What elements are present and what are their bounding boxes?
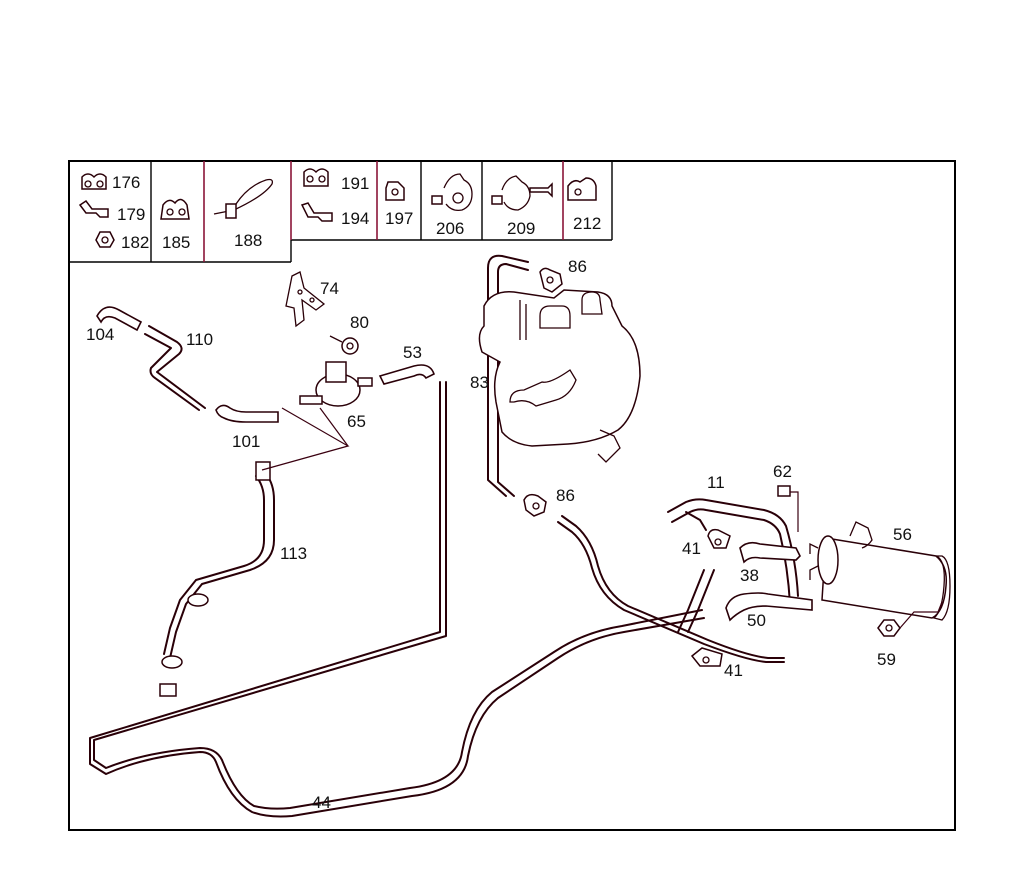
callout-86-top: 86 bbox=[568, 257, 587, 276]
legend-label-209: 209 bbox=[507, 219, 535, 238]
legend-label-176: 176 bbox=[112, 173, 140, 192]
part-screw-80 bbox=[329, 335, 359, 355]
legend-label-179: 179 bbox=[117, 205, 145, 224]
callout-labels: 104 110 101 74 80 53 65 113 83 86 86 11 … bbox=[86, 257, 912, 812]
legend-cell-6: 206 bbox=[431, 173, 473, 238]
callout-44: 44 bbox=[312, 793, 331, 812]
part-bracket-74 bbox=[285, 271, 326, 328]
clip-179-icon bbox=[78, 199, 109, 218]
callout-62: 62 bbox=[773, 462, 792, 481]
lead-lines bbox=[261, 407, 350, 471]
callout-83: 83 bbox=[470, 373, 489, 392]
callout-80: 80 bbox=[350, 313, 369, 332]
part-line-to-canister bbox=[557, 515, 785, 663]
part-clamp-41-bottom bbox=[690, 647, 723, 667]
clip-212-icon bbox=[567, 177, 597, 201]
part-hose-83 bbox=[487, 254, 529, 497]
part-nut-59 bbox=[877, 601, 943, 637]
legend-label-185: 185 bbox=[162, 233, 190, 252]
legend-label-197: 197 bbox=[385, 209, 413, 228]
part-reservoir bbox=[478, 289, 641, 463]
callout-41-bottom: 41 bbox=[724, 661, 743, 680]
clamp-206-icon bbox=[443, 173, 473, 212]
part-canister-56 bbox=[809, 521, 951, 621]
callout-38: 38 bbox=[740, 566, 759, 585]
callout-50: 50 bbox=[747, 611, 766, 630]
legend-cell-7: 209 bbox=[491, 175, 553, 238]
part-line-44 bbox=[89, 381, 705, 818]
part-hose-38 bbox=[739, 541, 801, 564]
callout-86-mid: 86 bbox=[556, 486, 575, 505]
callout-53: 53 bbox=[403, 343, 422, 362]
callout-110: 110 bbox=[186, 330, 213, 349]
legend-cell-8: 212 bbox=[567, 177, 601, 233]
part-valve-65 bbox=[299, 361, 373, 407]
part-clamp-86-top bbox=[539, 267, 563, 293]
part-hose-50 bbox=[677, 569, 813, 633]
callout-101: 101 bbox=[232, 432, 260, 451]
legend-label-191: 191 bbox=[341, 174, 369, 193]
clip-176-icon bbox=[81, 173, 107, 190]
diagram-frame bbox=[68, 160, 956, 831]
part-hose-53 bbox=[378, 364, 435, 385]
legend-cell-4: 191 194 bbox=[300, 168, 369, 228]
part-clamp-86-mid bbox=[523, 493, 547, 517]
part-hose-101 bbox=[215, 404, 279, 423]
part-clamp-41-top bbox=[707, 528, 731, 549]
legend-cell-1: 176 179 182 bbox=[78, 173, 149, 252]
part-hose-104 bbox=[96, 306, 143, 332]
callout-113: 113 bbox=[280, 544, 307, 563]
nut-182-icon bbox=[95, 231, 115, 248]
legend-strip: 176 179 182 185 188 191 194 197 bbox=[69, 161, 613, 263]
part-lines-113 bbox=[159, 461, 275, 697]
legend-cell-2: 185 bbox=[160, 198, 190, 252]
callout-104: 104 bbox=[86, 325, 114, 344]
clamp-209-icon bbox=[501, 175, 531, 211]
callout-59: 59 bbox=[877, 650, 896, 669]
legend-label-188: 188 bbox=[234, 231, 262, 250]
clip-185-icon bbox=[160, 198, 190, 220]
clip-194-icon bbox=[300, 202, 333, 222]
callout-56: 56 bbox=[893, 525, 912, 544]
callout-41-top: 41 bbox=[682, 539, 701, 558]
clip-197-icon bbox=[385, 181, 405, 201]
callout-11: 11 bbox=[707, 473, 725, 492]
cable-tie-188-icon bbox=[213, 178, 274, 219]
legend-cell-5: 197 bbox=[385, 181, 413, 228]
legend-label-182: 182 bbox=[121, 233, 149, 252]
callout-65: 65 bbox=[347, 412, 366, 431]
legend-label-212: 212 bbox=[573, 214, 601, 233]
callout-74: 74 bbox=[320, 279, 339, 298]
legend-label-194: 194 bbox=[341, 209, 369, 228]
part-hose-110 bbox=[144, 325, 206, 411]
part-fitting-62 bbox=[777, 485, 799, 532]
legend-cell-3: 188 bbox=[213, 178, 274, 250]
legend-label-206: 206 bbox=[436, 219, 464, 238]
